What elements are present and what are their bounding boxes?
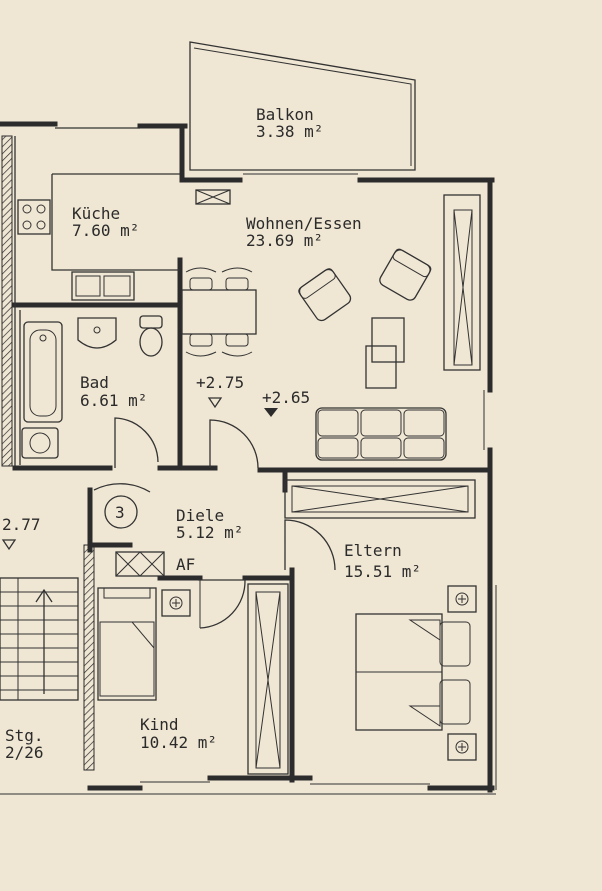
eltern-furniture (247, 479, 477, 775)
unit-number: 3 (115, 503, 125, 522)
bathroom-fixtures (21, 315, 163, 459)
kind-furniture (97, 551, 191, 701)
stair-level: 2.77 (2, 515, 41, 534)
diele-area: 5.12 m² (176, 523, 243, 542)
kind-area: 10.42 m² (140, 733, 217, 752)
stg-area: 2/26 (5, 743, 44, 762)
diele-level: +2.75 (196, 373, 244, 392)
kueche-area: 7.60 m² (72, 221, 139, 240)
walls (0, 121, 497, 795)
af-label: AF (176, 555, 195, 574)
wohnen-area: 23.69 m² (246, 231, 323, 250)
doors (93, 417, 336, 629)
balcony (189, 41, 416, 175)
eltern-label: Eltern (344, 541, 402, 560)
balkon-area: 3.38 m² (256, 122, 323, 141)
level-markers (1, 397, 278, 551)
wohnen-label: Wohnen/Essen (246, 214, 362, 233)
eltern-area: 15.51 m² (344, 562, 421, 581)
kitchen-fixtures (17, 173, 231, 301)
wohnen-level: +2.65 (262, 388, 310, 407)
living-furniture (181, 194, 481, 461)
stg-label: Stg. (5, 726, 44, 745)
kueche-label: Küche (72, 204, 120, 223)
kind-label: Kind (140, 715, 179, 734)
balkon-label: Balkon (256, 105, 314, 124)
stairs (0, 577, 79, 701)
bad-area: 6.61 m² (80, 391, 147, 410)
room-labels: Balkon 3.38 m² Küche 7.60 m² Wohnen/Esse… (2, 105, 421, 762)
diele-label: Diele (176, 506, 224, 525)
bad-label: Bad (80, 373, 109, 392)
